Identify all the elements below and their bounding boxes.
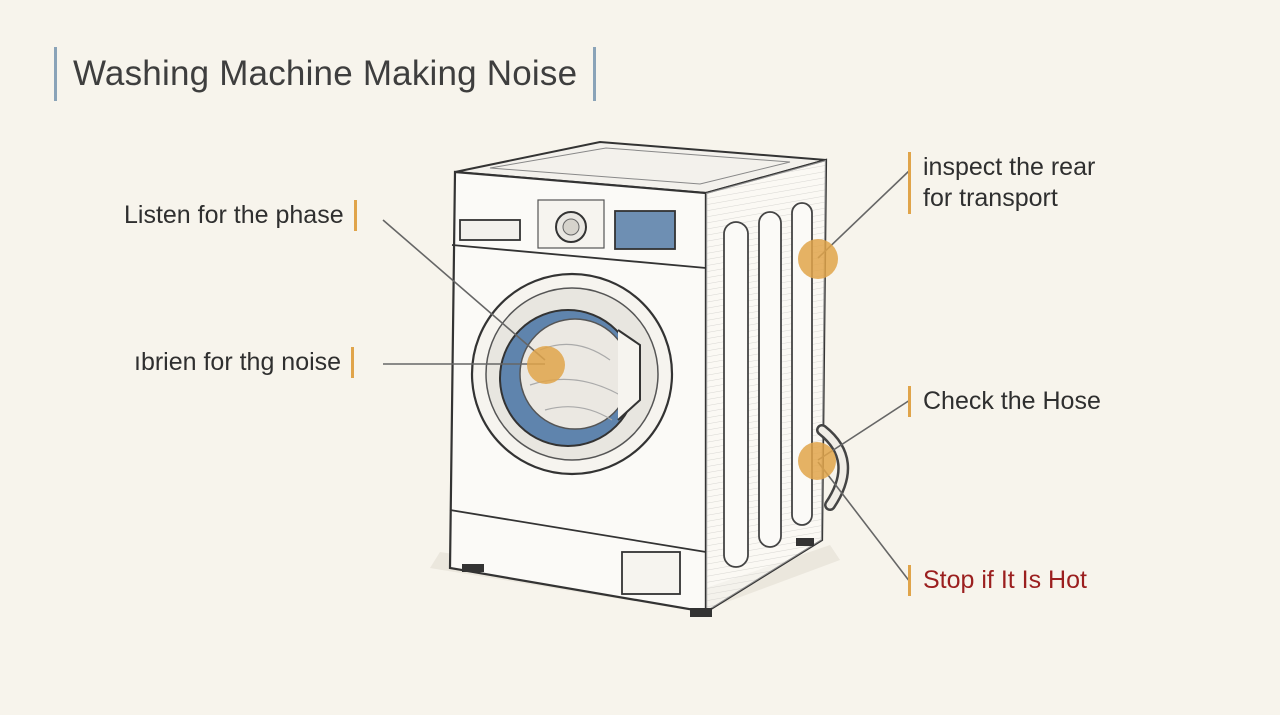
- knob-center: [562, 218, 580, 236]
- side-rib-1: [723, 221, 749, 568]
- side-rib-2: [758, 211, 782, 548]
- drain-hose-inner: [818, 426, 847, 509]
- callout-inspect-rear-line2: for transport: [923, 184, 1058, 212]
- page-title: Washing Machine Making Noise: [73, 54, 578, 93]
- machine-top-inner: [489, 147, 791, 185]
- marker-drum: [527, 346, 565, 384]
- control-panel-edge: [451, 244, 707, 269]
- callout-check-hose: Check the Hose: [908, 386, 1101, 417]
- foot-rear-right: [796, 538, 814, 546]
- callout-listen-noise-text: ıbrien for thg noise: [134, 348, 342, 376]
- leader-listen-phase: [382, 219, 546, 361]
- door-handle: [617, 329, 641, 421]
- callout-check-hose-text: Check the Hose: [923, 387, 1101, 415]
- title-bar-left: [54, 47, 57, 101]
- detergent-drawer: [459, 219, 521, 241]
- display-screen: [614, 210, 676, 250]
- title-block: Washing Machine Making Noise: [54, 46, 597, 102]
- callout-listen-noise: ıbrien for thg noise: [134, 347, 355, 378]
- marker-hose: [798, 442, 836, 480]
- filter-cover: [621, 551, 681, 595]
- foot-front-left: [462, 564, 484, 572]
- leader-stop-hot: [817, 461, 911, 583]
- callout-listen-phase: Listen for the phase: [124, 200, 357, 231]
- callout-inspect-rear-line1: inspect the rear: [923, 153, 1096, 181]
- callout-stop-hot: Stop if It Is Hot: [908, 565, 1087, 596]
- floor-shadow: [430, 545, 840, 612]
- callout-stop-hot-text: Stop if It Is Hot: [923, 566, 1087, 594]
- title-bar-right: [593, 47, 597, 101]
- callout-listen-phase-text: Listen for the phase: [124, 201, 344, 229]
- leader-inspect-rear: [817, 169, 911, 259]
- foot-front-right: [690, 608, 712, 617]
- callout-inspect-rear: inspect the rear for transport: [908, 152, 1095, 214]
- side-rib-3: [791, 202, 813, 526]
- marker-rear: [798, 239, 838, 279]
- leader-check-hose: [817, 399, 911, 461]
- kick-plate-edge: [449, 509, 707, 553]
